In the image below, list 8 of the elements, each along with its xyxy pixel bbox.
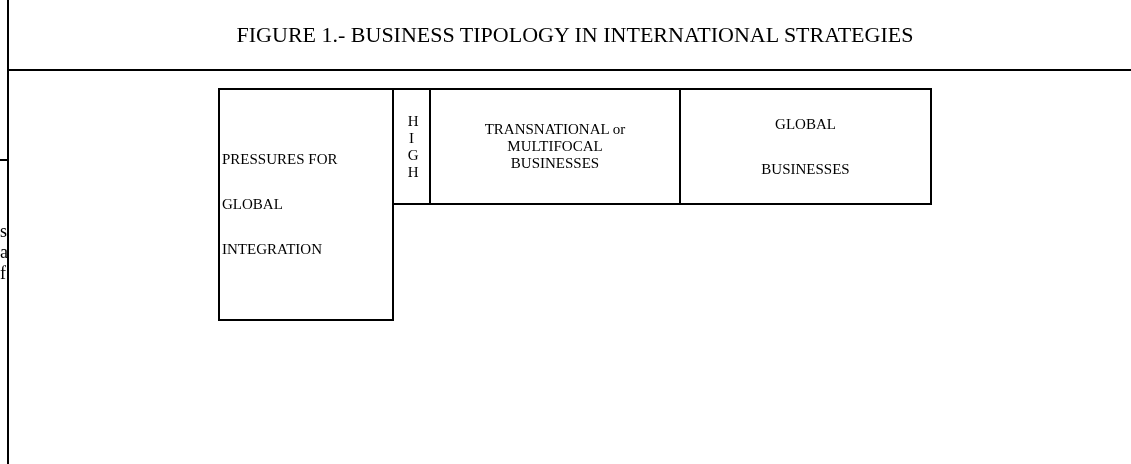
level-box: HIGH: [392, 88, 431, 205]
category-box: TRANSNATIONAL or MULTIFOCAL BUSINESSES: [429, 88, 681, 205]
category-box: GLOBAL BUSINESSES: [679, 88, 932, 205]
cut-off-text: s: [0, 221, 7, 241]
row-header-box: PRESSURES FOR GLOBAL INTEGRATION: [218, 88, 394, 321]
cut-off-text: f: [0, 263, 7, 283]
figure-title: FIGURE 1.- BUSINESS TIPOLOGY IN INTERNATIONAL STRATEGIES: [235, 22, 915, 48]
cut-off-text: a: [0, 242, 7, 262]
